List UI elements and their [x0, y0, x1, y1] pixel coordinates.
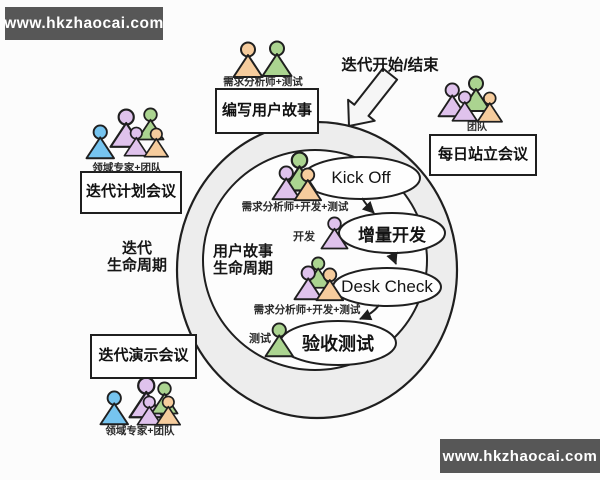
iteration-lifecycle-line1: 迭代 — [121, 240, 152, 257]
people-group-domain-team-bottom — [99, 376, 182, 426]
watermark-bottom: www.hkzhaocai.com — [440, 439, 600, 473]
iteration-start-arrow-icon — [347, 67, 399, 127]
box-daily-standup: 每日站立会议 — [429, 134, 537, 176]
people-group-domain-team-left — [85, 107, 170, 160]
role-label-ba-dev-test-deskcheck: 需求分析师+开发+测试 — [253, 304, 361, 316]
box-iteration-planning: 迭代计划会议 — [80, 171, 182, 214]
box-write-user-story: 编写用户故事 — [215, 88, 319, 134]
role-label-domain-team-bottom: 领域专家+团队 — [105, 425, 175, 437]
person-orange-icon — [232, 41, 264, 78]
person-blue-icon — [85, 124, 115, 160]
iteration-lifecycle-line2: 生命周期 — [106, 257, 167, 274]
person-blue-icon — [99, 390, 129, 426]
role-label-dev: 开发 — [293, 231, 315, 243]
desk-check-label: Desk Check — [341, 277, 433, 296]
role-label-test: 测试 — [249, 333, 271, 345]
role-label-team: 团队 — [467, 122, 487, 133]
incremental-dev-label: 增量开发 — [358, 225, 426, 245]
arrow-deskcheck-to-acceptance-icon — [359, 304, 380, 321]
watermark-top: www.hkzhaocai.com — [4, 7, 163, 40]
kickoff-label: Kick Off — [331, 168, 391, 187]
people-group-team — [437, 75, 503, 123]
acceptance-test-label: 验收测试 — [302, 334, 374, 354]
person-green-icon — [261, 40, 293, 77]
iteration-start-end-label: 迭代开始/结束 — [341, 57, 439, 74]
role-label-domain-team-left: 领域专家+团队 — [92, 162, 162, 174]
iteration-lifecycle-label: 迭代 生命周期 — [87, 239, 187, 275]
story-lifecycle-label: 用户故事 生命周期 — [195, 242, 291, 278]
people-group-ba-test — [232, 40, 293, 78]
role-label-ba-dev-test-kickoff: 需求分析师+开发+测试 — [241, 201, 349, 213]
box-iteration-demo: 迭代演示会议 — [90, 334, 197, 379]
story-lifecycle-line1: 用户故事 — [212, 243, 273, 260]
role-label-ba-test: 需求分析师+测试 — [223, 76, 303, 88]
story-lifecycle-line2: 生命周期 — [212, 260, 273, 277]
arrow-kickoff-to-incdev-icon — [361, 197, 375, 214]
arrow-incdev-to-deskcheck-icon — [386, 251, 398, 265]
